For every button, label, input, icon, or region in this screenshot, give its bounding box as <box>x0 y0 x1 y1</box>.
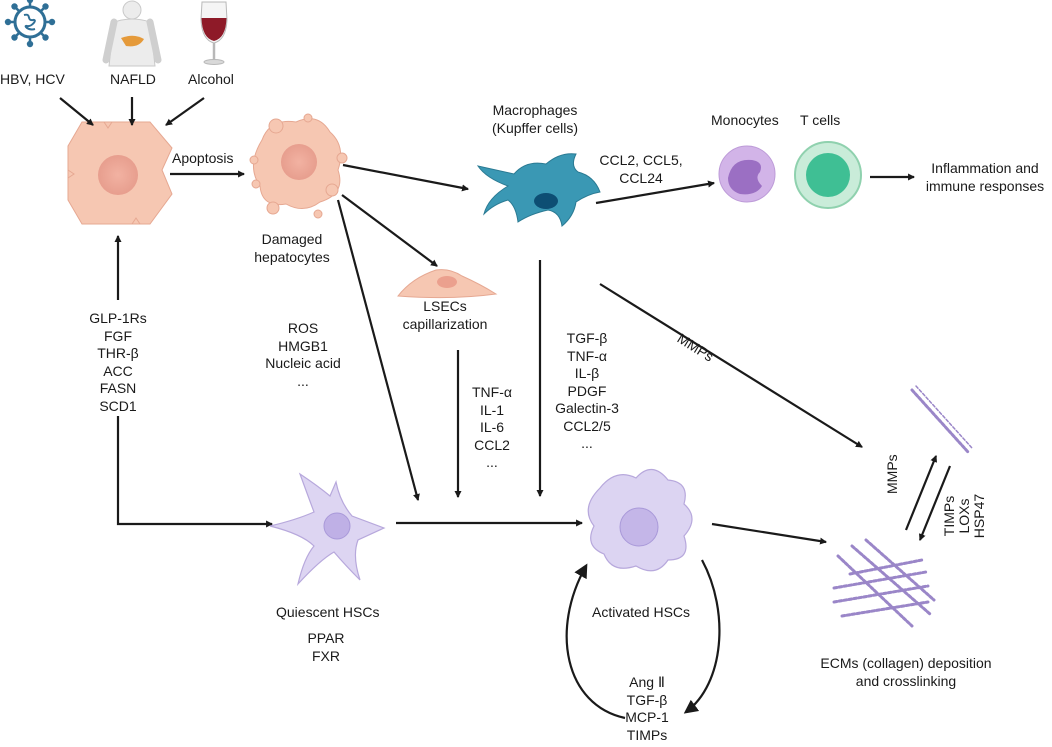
label-hbv-hcv: HBV, HCV <box>0 71 65 87</box>
arrow-targets-to-quiescent <box>116 416 274 528</box>
arrow-ecm-deposition <box>918 465 952 541</box>
collagen-fiber-icon <box>910 385 973 454</box>
t-cell-icon <box>794 141 862 209</box>
crosslinked-collagen-icon <box>832 538 936 628</box>
label-t-cells: T cells <box>800 112 841 128</box>
activated-hsc-icon <box>587 468 693 572</box>
arrow-autocrine-loop-left <box>565 563 626 720</box>
wine-glass-icon <box>200 1 228 65</box>
label-macrophages: Macrophages(Kupffer cells) <box>491 102 579 136</box>
arrow-damaged-to-lsec <box>341 194 438 267</box>
arrow-damaged-to-hsc <box>336 199 420 502</box>
quiescent-hsc-icon <box>269 472 386 587</box>
human-liver-icon <box>102 0 162 67</box>
arrow-alcohol-to-hepatocyte <box>165 97 205 126</box>
lsec-icon <box>397 269 498 299</box>
label-activated-hscs: Activated HSCs <box>592 604 691 620</box>
label-alcohol: Alcohol <box>188 71 234 87</box>
label-monocytes: Monocytes <box>711 112 779 128</box>
label-mmps-small: MMPs <box>884 454 900 494</box>
label-apoptosis: Apoptosis <box>172 150 234 166</box>
label-nafld: NAFLD <box>110 71 156 87</box>
arrow-ecm-degradation <box>904 455 938 531</box>
arrow-autocrine-loop-right <box>683 559 721 714</box>
arrow-virus-to-hepatocyte <box>59 97 94 126</box>
arrow-activated-to-ecm <box>711 522 828 545</box>
damaged-hepatocyte-icon <box>249 113 348 219</box>
arrows <box>59 97 952 720</box>
monocyte-icon <box>718 145 776 203</box>
arrow-macrophage-mmps <box>599 283 863 448</box>
label-quiescent-hscs: Quiescent HSCs <box>276 604 380 620</box>
macrophage-icon <box>476 153 601 227</box>
arrow-damaged-to-macrophage <box>342 163 470 192</box>
virus-icon <box>4 0 56 48</box>
label-chemokines: CCL2, CCL5,CCL24 <box>599 152 683 186</box>
arrow-macrophage-to-monocyte <box>595 180 716 205</box>
hepatocyte-icon <box>67 121 173 225</box>
